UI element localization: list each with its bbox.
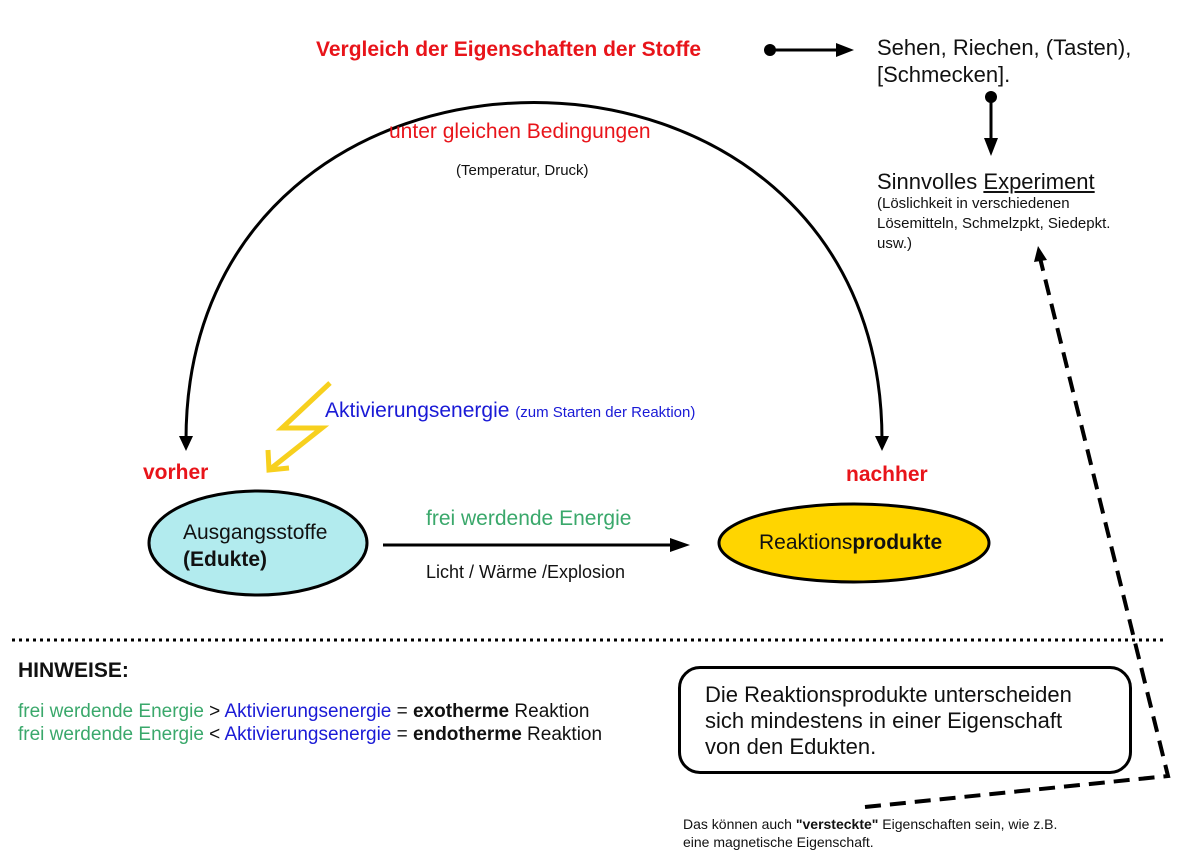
conditions-detail: (Temperatur, Druck) (456, 162, 589, 179)
vergleich-arrowhead (836, 43, 854, 57)
arc-arrowhead-left (179, 436, 193, 451)
row2-type: endotherme (413, 724, 522, 745)
hinweise-row-exotherm: frei werdende Energie > Aktivierungsener… (18, 701, 589, 723)
experiment-detail-line2: Lösemitteln, Schmelzpkt, Siedepkt. (877, 215, 1111, 232)
activation-energy: Aktivierungsenergie (zum Starten der Rea… (325, 399, 695, 423)
energy-forms: Licht / Wärme /Explosion (426, 562, 626, 582)
experiment-detail-line1: (Löslichkeit in verschiedenen (877, 195, 1070, 212)
lightning-icon (267, 381, 332, 472)
note-line3: von den Edukten. (705, 733, 877, 759)
footer-suffix: Eigenschaften sein, wie z.B. (878, 816, 1058, 832)
row2-eq: = (391, 724, 414, 745)
lightning-arrowhead (265, 449, 290, 473)
row1-akt: Aktivierungsenergie (224, 701, 392, 722)
experiment-detail-line3: usw.) (877, 235, 913, 252)
row1-suffix: Reaktion (509, 701, 590, 722)
footer-prefix: Das können auch (683, 816, 796, 832)
row2-frei: frei werdende Energie (18, 724, 204, 745)
produkte-bold: produkte (852, 531, 943, 554)
arc-arrow (184, 101, 884, 441)
vergleich-title: Vergleich der Eigenschaften der Stoffe (316, 38, 702, 61)
row2-suffix: Reaktion (521, 724, 603, 745)
produkte-prefix: Reaktions (759, 531, 853, 554)
row2-op: < (203, 724, 225, 745)
energy-label: frei werdende Energie (426, 507, 632, 530)
row1-frei: frei werdende Energie (18, 701, 204, 722)
activation-label: Aktivierungsenergie (325, 399, 510, 422)
row1-type: exotherme (413, 701, 510, 722)
conditions-label: unter gleichen Bedingungen (389, 120, 651, 143)
footer-line1: Das können auch "versteckte" Eigenschaft… (683, 816, 1057, 832)
footer-line2: eine magnetische Eigenschaft. (683, 834, 874, 850)
reaction-arrowhead (670, 538, 690, 552)
produkte-label: Reaktionsprodukte (759, 531, 942, 555)
activation-detail: (zum Starten der Reaktion) (515, 404, 696, 421)
row1-eq: = (391, 701, 414, 722)
experiment-prefix: Sinnvolles (877, 169, 984, 194)
hinweise-title: HINWEISE: (18, 659, 129, 682)
experiment-word: Experiment (983, 169, 1095, 194)
footer-bold: "versteckte" (795, 816, 879, 832)
hinweise-row-endotherm: frei werdende Energie < Aktivierungsener… (18, 724, 602, 746)
note-line2: sich mindestens in einer Eigenschaft (705, 707, 1063, 733)
experiment-title: Sinnvolles Experiment (877, 169, 1095, 194)
note-box: Die Reaktionsprodukte unterscheiden sich… (678, 666, 1132, 774)
note-line1: Die Reaktionsprodukte unterscheiden (705, 682, 1072, 707)
after-label: nachher (846, 463, 928, 486)
row1-op: > (203, 701, 225, 722)
arc-arrowhead-right (875, 436, 889, 451)
dashed-connector-arrowhead (1034, 246, 1047, 262)
before-label: vorher (143, 461, 209, 484)
dashed-connector (864, 257, 1171, 809)
edukte-line2: (Edukte) (183, 548, 267, 571)
edukte-line1: Ausgangsstoffe (183, 521, 328, 544)
senses-line2: [Schmecken]. (877, 62, 1011, 87)
row2-akt: Aktivierungsenergie (224, 724, 392, 745)
edukte-ellipse (147, 489, 369, 597)
senses-arrowhead (984, 138, 998, 156)
produkte-ellipse (717, 502, 991, 584)
senses-line1: Sehen, Riechen, (Tasten), (877, 35, 1132, 60)
